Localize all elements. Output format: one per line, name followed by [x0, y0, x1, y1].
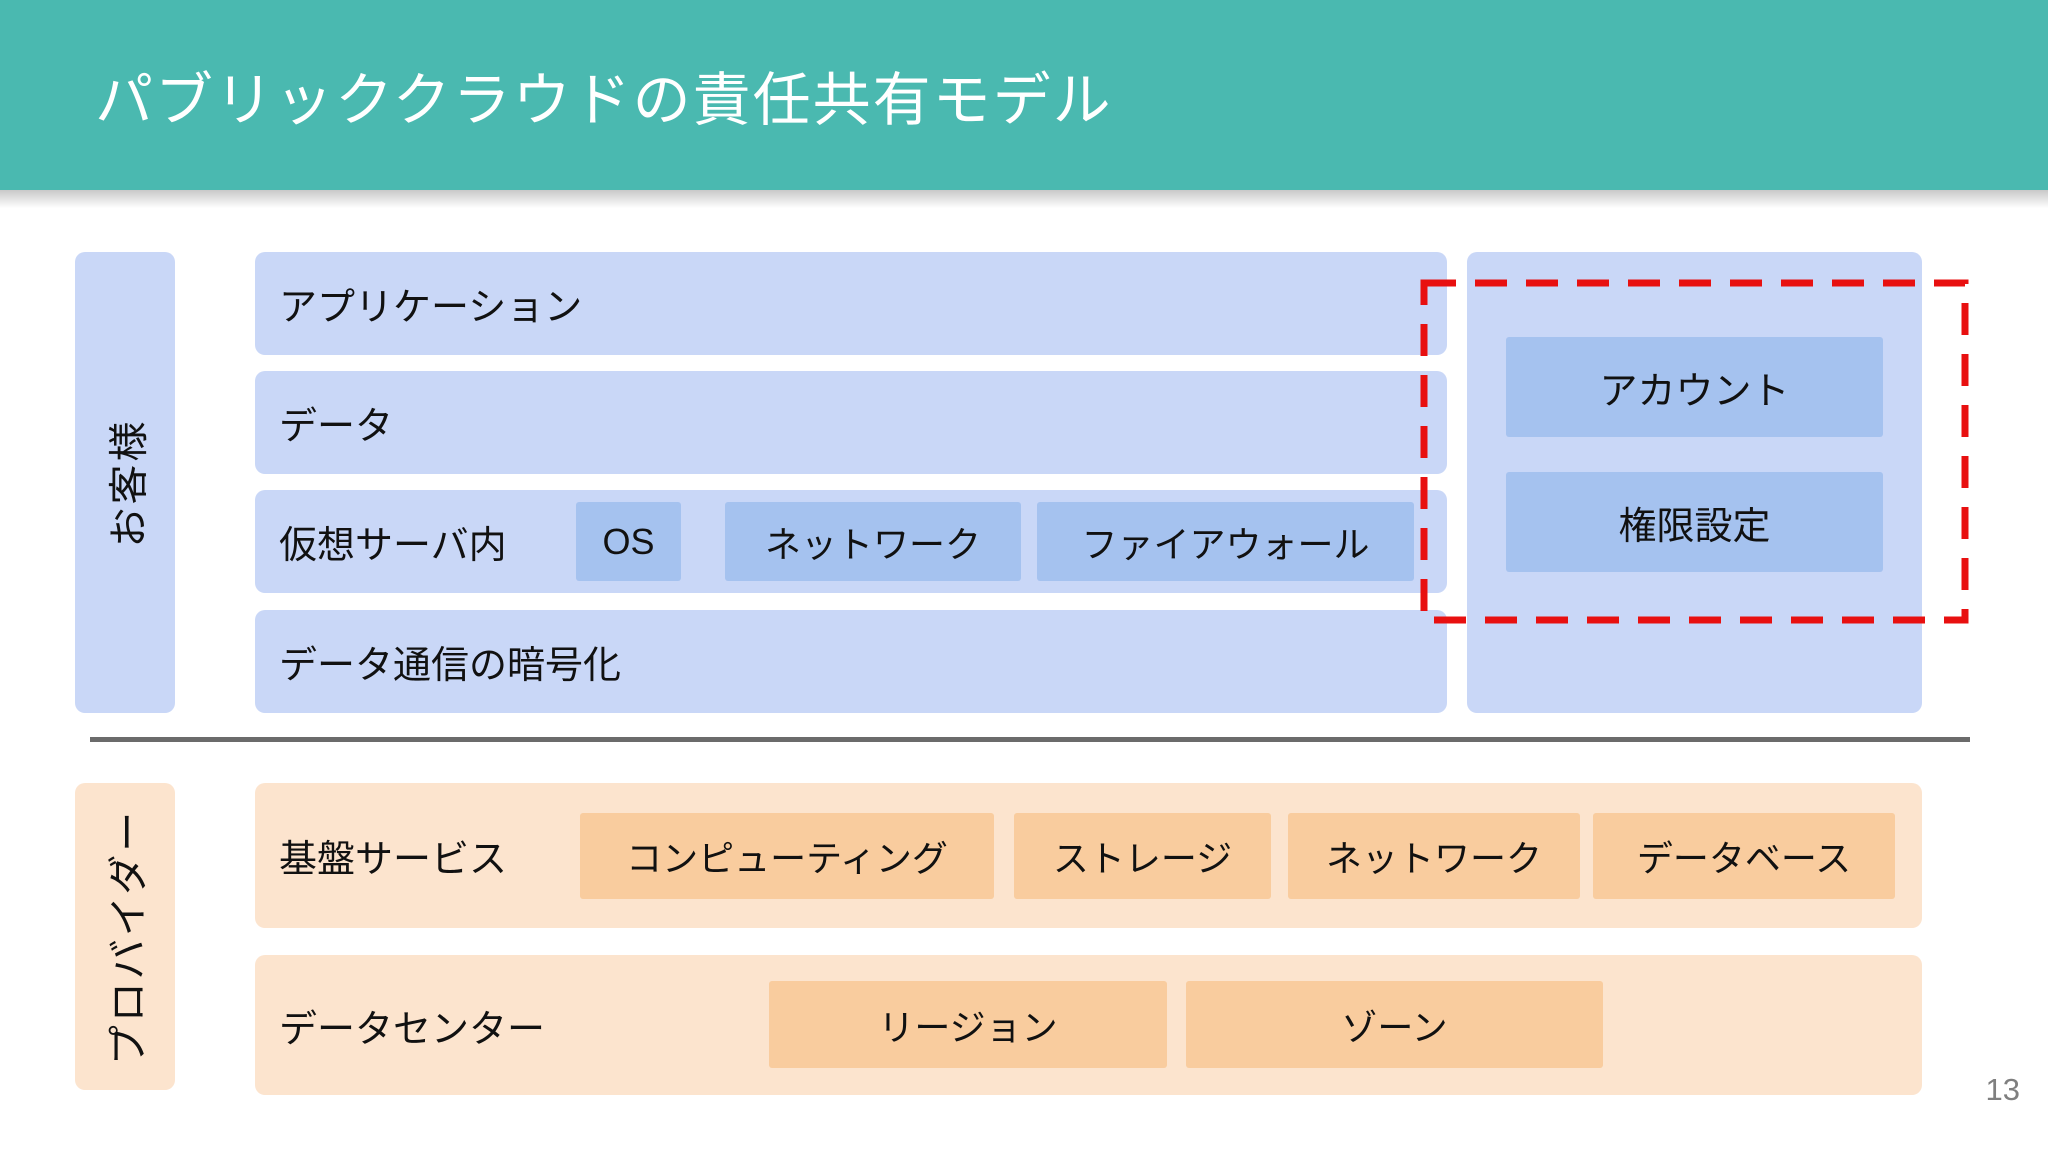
chip-firewall: ファイアウォール: [1037, 502, 1414, 581]
row-infrastructure-services-label: 基盤サービス: [279, 839, 508, 881]
slide-title: パブリッククラウドの責任共有モデル: [95, 68, 1113, 133]
provider-label: プロバイダー: [107, 808, 151, 1065]
row-data-encryption-label: データ通信の暗号化: [279, 645, 622, 687]
page-number: 13: [1985, 1072, 2020, 1107]
chip-database: データベース: [1593, 813, 1895, 899]
chip-network-provider: ネットワーク: [1288, 813, 1580, 899]
chip-account: アカウント: [1506, 337, 1883, 437]
header-shadow: [0, 190, 2048, 208]
customer-label: お客様: [107, 418, 151, 547]
chip-storage: ストレージ: [1014, 813, 1271, 899]
row-data: データ: [255, 371, 1447, 474]
row-application: アプリケーション: [255, 252, 1447, 355]
row-virtual-server-label: 仮想サーバ内: [279, 525, 507, 567]
chip-network: ネットワーク: [725, 502, 1021, 581]
section-divider: [90, 737, 1970, 742]
chip-permission-settings: 権限設定: [1506, 472, 1883, 572]
row-datacenter-label: データセンター: [279, 1008, 546, 1051]
title-bar: パブリッククラウドの責任共有モデル: [0, 0, 2048, 190]
customer-label-box: お客様: [75, 252, 175, 713]
provider-label-box: プロバイダー: [75, 783, 175, 1090]
chip-region: リージョン: [769, 981, 1167, 1068]
row-data-encryption: データ通信の暗号化: [255, 610, 1447, 713]
row-data-label: データ: [279, 406, 394, 448]
chip-zone: ゾーン: [1186, 981, 1603, 1068]
row-application-label: アプリケーション: [279, 287, 583, 329]
account-highlight-box: [1420, 279, 1969, 624]
chip-os: OS: [576, 502, 681, 581]
chip-computing: コンピューティング: [580, 813, 994, 899]
